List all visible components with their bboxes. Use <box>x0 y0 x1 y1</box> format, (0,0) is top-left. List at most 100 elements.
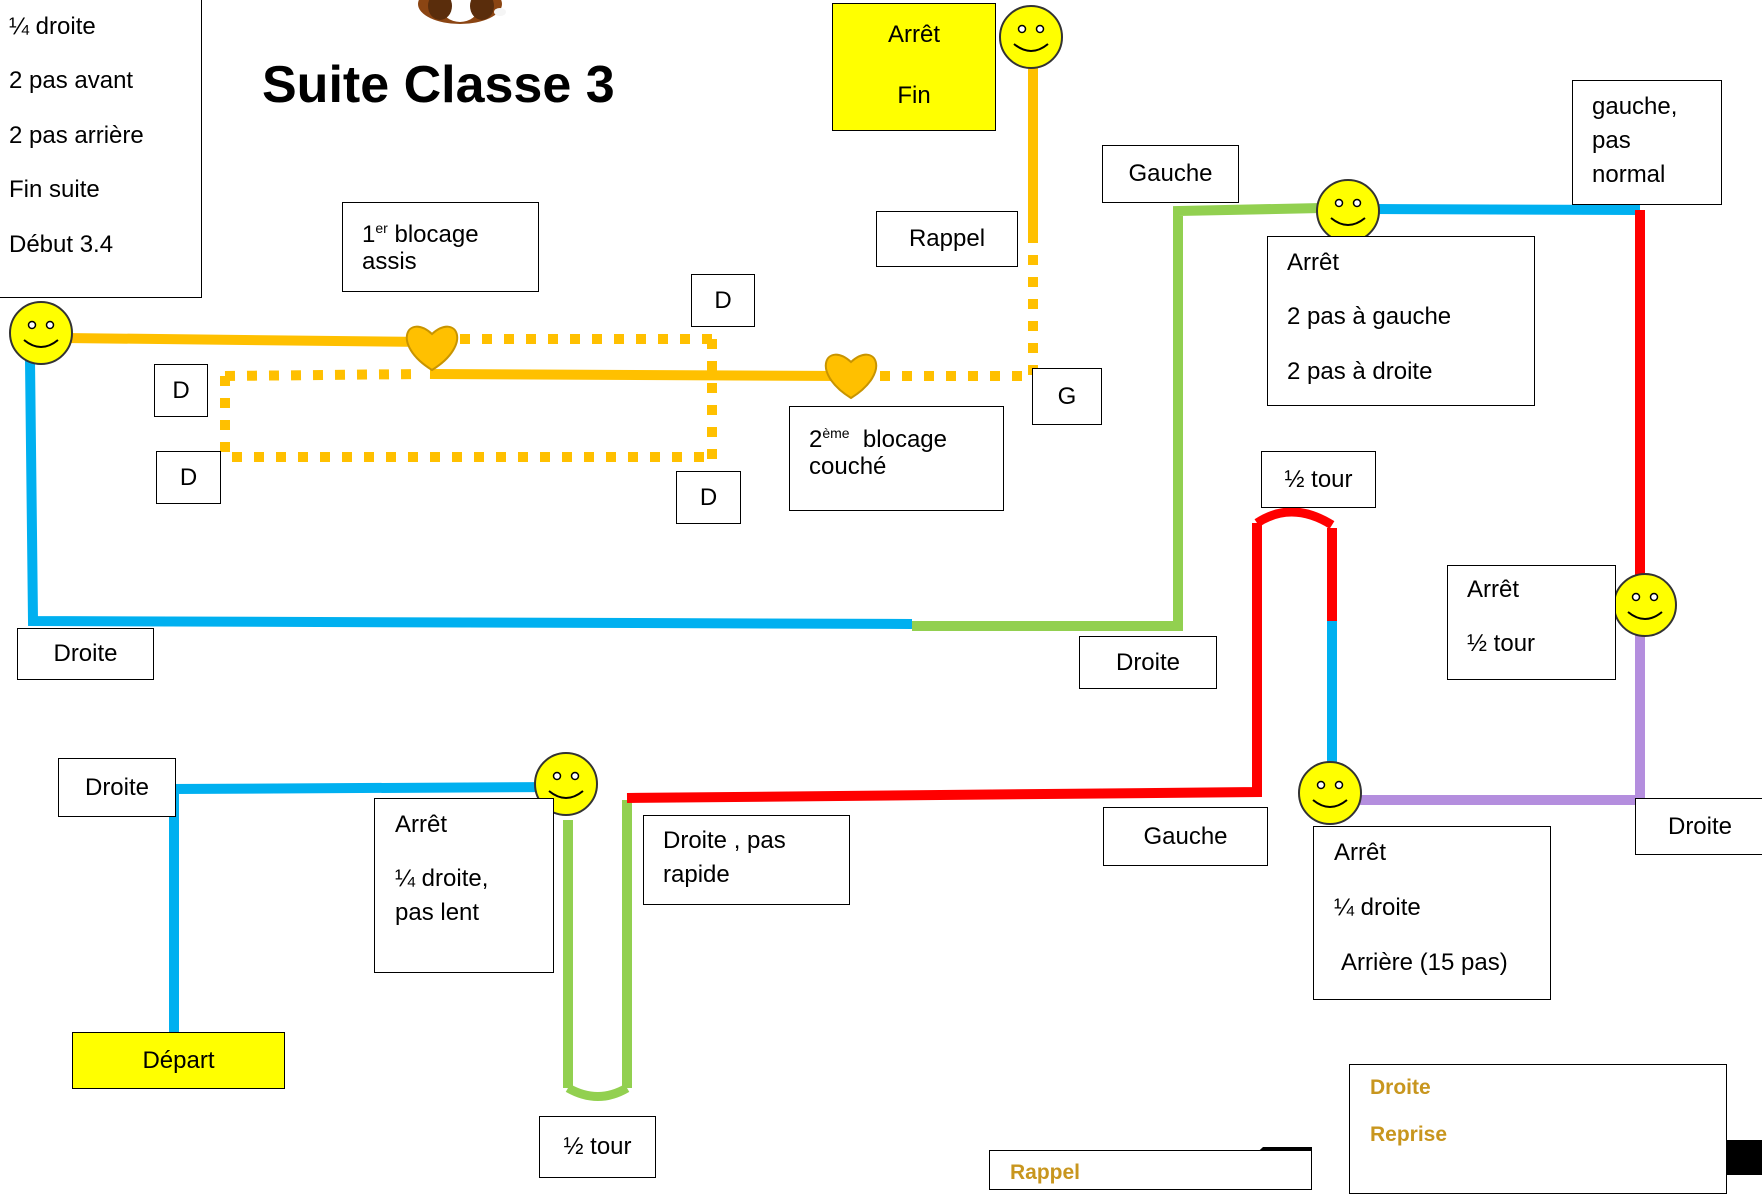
box-line: Arrêt <box>1334 839 1387 866</box>
ordinal: 1 <box>362 221 376 248</box>
box-line: Droite , pas <box>663 827 786 854</box>
demi-tour-bottom-label: ½ tour <box>539 1116 656 1178</box>
box-line: couché <box>809 453 887 480</box>
path-blue <box>1371 204 1641 215</box>
legend-item: Rappel <box>1010 1161 1081 1184</box>
smiley-icon <box>1613 573 1677 637</box>
d-label: D <box>676 471 741 524</box>
ordinal: 2 <box>809 426 823 453</box>
box-line: ¼ droite, <box>395 865 489 892</box>
box-line: Arrière (15 pas) <box>1341 949 1508 976</box>
smiley-mouth <box>23 339 59 348</box>
arret-gauche-droite-box: Arrêt 2 pas à gauche 2 pas à droite <box>1267 236 1535 406</box>
end-box-line: Fin <box>897 82 931 109</box>
box-line: Arrêt <box>1287 249 1340 276</box>
box-text: blocage <box>849 426 947 453</box>
path-orange-dotted <box>224 369 421 381</box>
instruction-line: ¼ droite <box>9 13 96 40</box>
gauche-top-label: Gauche <box>1102 145 1239 203</box>
instruction-line: Fin suite <box>9 176 100 203</box>
box-line: assis <box>362 248 417 275</box>
smiley-mouth <box>1627 611 1663 620</box>
smiley-eye <box>27 320 37 330</box>
smiley-mouth <box>1312 799 1348 808</box>
d-label: D <box>156 451 221 504</box>
droite-pas-rapide-box: Droite , pas rapide <box>643 815 850 905</box>
box-line: ½ tour <box>1467 630 1536 657</box>
smiley-eye <box>570 771 580 781</box>
instructions-box: ¼ droite 2 pas avant 2 pas arrière Fin s… <box>0 0 202 298</box>
box-line: gauche, <box>1592 93 1678 120</box>
arret-demi-tour-box: Arrêt ½ tour <box>1447 565 1616 680</box>
smiley-eye <box>1631 592 1641 602</box>
g-label: G <box>1032 368 1102 425</box>
path-orange <box>64 333 431 347</box>
smiley-eye <box>552 771 562 781</box>
first-blocage-box: 1er blocage assis <box>342 202 539 292</box>
path-orange <box>429 369 844 381</box>
path-blue <box>25 359 913 629</box>
smiley-mouth <box>1013 43 1049 52</box>
ordinal-suffix: ème <box>822 425 850 441</box>
box-line: pas <box>1592 127 1631 154</box>
box-text: blocage <box>387 221 479 248</box>
dog-image <box>418 0 506 24</box>
smiley-icon <box>9 301 73 365</box>
box-line: 2 pas à droite <box>1287 358 1433 385</box>
smiley-mouth <box>548 790 584 799</box>
rappel-label: Rappel <box>876 211 1018 267</box>
path-green <box>912 203 1323 631</box>
instruction-line: Début 3.4 <box>9 231 114 258</box>
demi-tour-top-label: ½ tour <box>1261 451 1376 508</box>
droite-mid-label: Droite <box>1079 636 1217 689</box>
smiley-eye <box>1334 198 1344 208</box>
d-label: D <box>691 274 755 327</box>
droite-left-label: Droite <box>17 628 154 680</box>
gauche-bottom-label: Gauche <box>1103 807 1268 866</box>
path-green-u-turn <box>565 1084 630 1101</box>
box-line: 2 pas à gauche <box>1287 303 1452 330</box>
box-line: 2ème blocage <box>809 419 947 454</box>
heart-icon <box>824 353 878 400</box>
droite-bottom-left-label: Droite <box>58 758 176 817</box>
box-line: Arrêt <box>395 811 448 838</box>
box-line: Arrêt <box>1467 576 1520 603</box>
legend-item: Droite <box>1370 1076 1431 1099</box>
arret-arriere-box: Arrêt ¼ droite Arrière (15 pas) <box>1313 826 1551 1000</box>
ordinal-suffix: er <box>375 220 388 236</box>
smiley-eye <box>1649 592 1659 602</box>
smiley-eye <box>1352 198 1362 208</box>
second-blocage-box: 2ème blocage couché <box>789 406 1004 511</box>
smiley-eye <box>45 320 55 330</box>
legend-item: Reprise <box>1370 1123 1448 1146</box>
d-label: D <box>154 364 208 417</box>
depart-box: Départ <box>72 1032 285 1089</box>
smiley-eye <box>1316 780 1326 790</box>
path-orange-dotted <box>880 243 1038 381</box>
path-red <box>626 523 1262 803</box>
instruction-line: 2 pas arrière <box>9 122 144 149</box>
droite-right-label: Droite <box>1635 798 1762 855</box>
gauche-pas-normal-box: gauche, pas normal <box>1572 80 1722 205</box>
heart-icon <box>405 325 459 372</box>
box-line: normal <box>1592 161 1666 188</box>
smiley-icon <box>1316 179 1380 243</box>
smiley-mouth <box>1330 217 1366 226</box>
box-line: 1er blocage <box>362 214 479 249</box>
path-red-u-turn <box>1254 507 1335 529</box>
smiley-eye <box>1035 24 1045 34</box>
page-title: Suite Classe 3 <box>262 56 615 114</box>
smiley-icon <box>1298 761 1362 825</box>
legend-rappel-box: Rappel <box>989 1150 1312 1190</box>
path-orange-dotted <box>220 376 712 462</box>
smiley-icon <box>999 5 1063 69</box>
end-box-line: Arrêt <box>887 21 940 48</box>
arret-quart-droite-box: Arrêt ¼ droite, pas lent <box>374 798 554 973</box>
smiley-eye <box>1017 24 1027 34</box>
end-box: Arrêt Fin <box>832 3 996 131</box>
box-line: pas lent <box>395 899 480 926</box>
instruction-line: 2 pas avant <box>9 67 134 94</box>
smiley-eye <box>1334 780 1344 790</box>
legend-box: Droite Reprise <box>1349 1064 1727 1194</box>
